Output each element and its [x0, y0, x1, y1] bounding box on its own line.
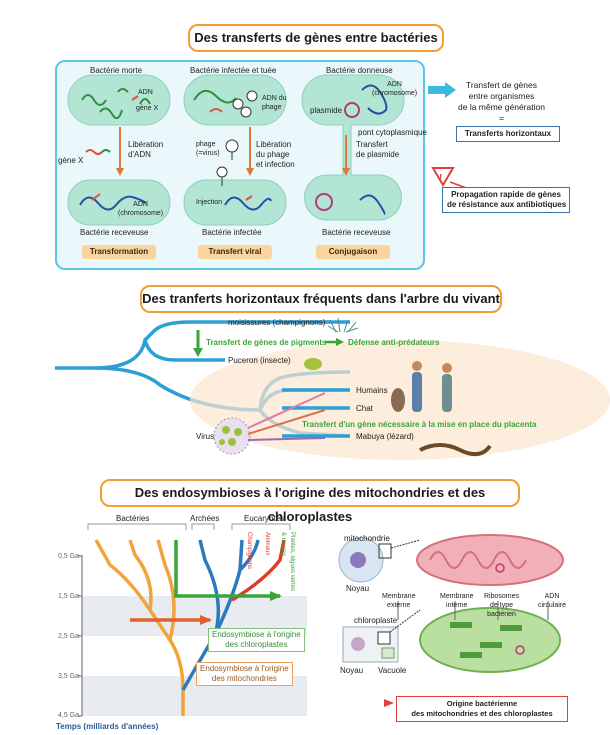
label-virus: Virus: [196, 432, 215, 441]
label-plasmide: plasmide: [310, 106, 343, 115]
label-bacterie-morte: Bactérie morte: [90, 66, 143, 75]
label-vacuole: Vacuole: [378, 666, 407, 675]
label-membrane-externe: Membrane externe: [382, 593, 416, 609]
label-adn-chromosome-1: ADN (chromosome): [118, 201, 164, 217]
box-origine-bacterienne: Origine bactérienne des mitochondries et…: [396, 696, 568, 722]
label-chat: Chat: [356, 404, 373, 413]
label-injection: Injection: [196, 199, 223, 206]
pill-conjugaison: Conjugaison: [316, 245, 390, 259]
label-adn-phage: ADN du phage: [262, 95, 287, 111]
label-adn: ADN: [138, 89, 153, 96]
label-transfert-placenta: Transfert d'un gène nécessaire à la mise…: [302, 420, 537, 429]
side-text-definition: Transfert de gènes entre organismes de l…: [458, 80, 545, 123]
label-noyau-2: Noyau: [340, 666, 364, 675]
arrow-to-horizontal: [428, 82, 456, 98]
label-bacterie-infectee-tuee: Bactérie infectée et tuée: [190, 66, 277, 75]
label-pont-cytoplasmique: pont cytoplasmique: [358, 128, 427, 137]
box-transferts-horizontaux: Transferts horizontaux: [456, 126, 560, 142]
mold-icon: [327, 317, 359, 333]
label-humains: Humains: [356, 386, 388, 395]
label-adn-circulaire: ADN circulaire: [538, 593, 567, 609]
label-plantes: Plantes, algues vertes & rouges: [280, 532, 295, 592]
cat-icon: [391, 388, 405, 412]
label-puceron: Puceron (insecte): [228, 356, 291, 365]
label-phage-virus: phage (=virus): [196, 141, 220, 157]
aphid-icon: [304, 358, 322, 370]
section2-title: Des tranferts horizontaux fréquents dans…: [140, 285, 502, 313]
timeline-bands: [82, 596, 307, 716]
pill-transfert-viral: Transfert viral: [198, 245, 272, 259]
box-endosymbiose-chloroplastes: Endosymbiose à l'origine des chloroplast…: [208, 628, 305, 652]
box-propagation-resistance: Propagation rapide de gènes de résistanc…: [442, 187, 570, 213]
timeline-axis: [78, 555, 83, 717]
mitochondria-illustration: [338, 534, 564, 586]
group-brackets: [87, 523, 291, 530]
label-membrane-interne: Membrane interne: [440, 593, 474, 609]
axis-label-temps: Temps (milliards d'années): [56, 722, 159, 731]
tick-0-5: 0,5 Ga: [58, 553, 80, 560]
label-bacterie-infectee: Bactérie infectée: [202, 228, 262, 237]
gene-transfer-panel: [55, 60, 425, 270]
label-defense-anti-predateurs: Défense anti-prédateurs: [348, 338, 440, 347]
label-moisissures: moisissures (champignons): [228, 318, 326, 327]
label-mabuya: Mabuya (lézard): [356, 432, 414, 441]
lizard-icon: [419, 443, 492, 457]
label-liberation-phage: Libération du phage et infection: [256, 140, 295, 169]
label-bacterie-receveuse-1: Bactérie receveuse: [80, 228, 149, 237]
warning-triangle-icon: [431, 167, 455, 187]
label-gene-x: gène X: [136, 105, 159, 112]
chloroplast-illustration: [342, 601, 561, 673]
label-archees: Archées: [190, 514, 220, 523]
section1-title: Des transferts de gènes entre bactéries: [188, 24, 444, 52]
label-ribosomes: Ribosomes de type bactérien: [484, 593, 520, 618]
label-animaux: Animaux: [264, 532, 270, 556]
box-endosymbiose-mitochondries: Endosymbiose à l'origine des mitochondri…: [196, 662, 293, 686]
section3-title: Des endosymbioses à l'origine des mitoch…: [100, 479, 520, 524]
label-transfert-plasmide: Transfert de plasmide: [356, 140, 400, 159]
red-marker-icon: [384, 699, 394, 707]
virus-cluster-icon: [213, 417, 251, 455]
label-bacterie-receveuse-2: Bactérie receveuse: [322, 228, 391, 237]
label-champignons: Champignons: [246, 532, 252, 570]
label-eucaryotes: Eucaryotes: [244, 514, 285, 523]
label-liberation-adn: Libération d'ADN: [128, 140, 164, 159]
tick-1-5: 1,5 Ga: [58, 593, 80, 600]
humans-icon: [412, 361, 452, 412]
warning-exclamation-icon: !: [439, 173, 443, 184]
pill-transformation: Transformation: [82, 245, 156, 259]
label-adn-chromosome-2: ADN (chromosome): [372, 81, 418, 97]
tick-3-5: 3,5 Ga: [58, 673, 80, 680]
tick-4-5: 4,5 Ga: [58, 712, 80, 719]
label-transfert-pigments: Transfert de gènes de pigments: [206, 338, 327, 347]
label-bacterie-donneuse: Bactérie donneuse: [326, 66, 393, 75]
label-noyau-1: Noyau: [346, 584, 370, 593]
label-chloroplaste: chloroplaste: [354, 616, 398, 625]
label-bacteries: Bactéries: [116, 514, 150, 523]
tick-2-5: 2,5 Ga: [58, 633, 80, 640]
label-gene-x-left: gène X: [58, 156, 84, 165]
label-mitochondrie: mitochondrie: [344, 534, 390, 543]
